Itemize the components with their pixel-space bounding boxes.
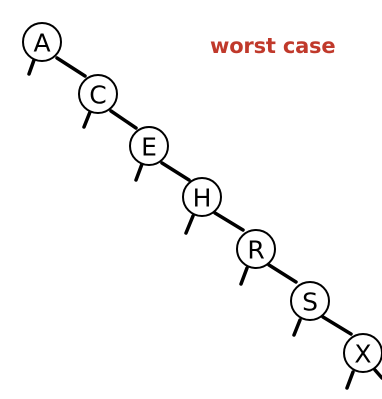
null-links xyxy=(27,58,355,390)
node-r xyxy=(236,229,276,269)
node-label-a: A xyxy=(33,29,50,58)
node-label-h: H xyxy=(193,184,212,213)
worst-case-label: worst case xyxy=(210,34,336,58)
null-link-c xyxy=(82,110,92,129)
node-label-x: X xyxy=(354,340,371,369)
node-label-e: E xyxy=(141,133,157,162)
null-link-h xyxy=(184,214,195,235)
edge-c-e xyxy=(109,109,138,130)
null-link-s xyxy=(292,318,302,337)
node-label-c: C xyxy=(89,81,106,110)
null-link-x xyxy=(345,370,355,390)
node-h xyxy=(182,177,222,217)
node-c xyxy=(78,74,118,114)
node-x xyxy=(343,333,382,373)
node-label-r: R xyxy=(247,236,264,265)
null-link-r xyxy=(239,266,249,286)
node-label-s: S xyxy=(302,288,318,317)
edge-r-s xyxy=(267,263,298,284)
null-link-a xyxy=(27,58,36,76)
edge-s-x xyxy=(321,315,353,336)
edge-a-c xyxy=(55,56,87,78)
null-link-e xyxy=(134,162,144,182)
edge-x-right xyxy=(373,368,382,380)
edge-h-r xyxy=(213,211,245,232)
edges xyxy=(55,56,382,380)
nodes xyxy=(22,22,382,373)
edge-e-h xyxy=(160,161,191,182)
node-e xyxy=(129,126,169,166)
node-labels: A C E H R S X xyxy=(33,29,371,369)
node-s xyxy=(290,281,330,321)
node-a xyxy=(22,22,62,62)
